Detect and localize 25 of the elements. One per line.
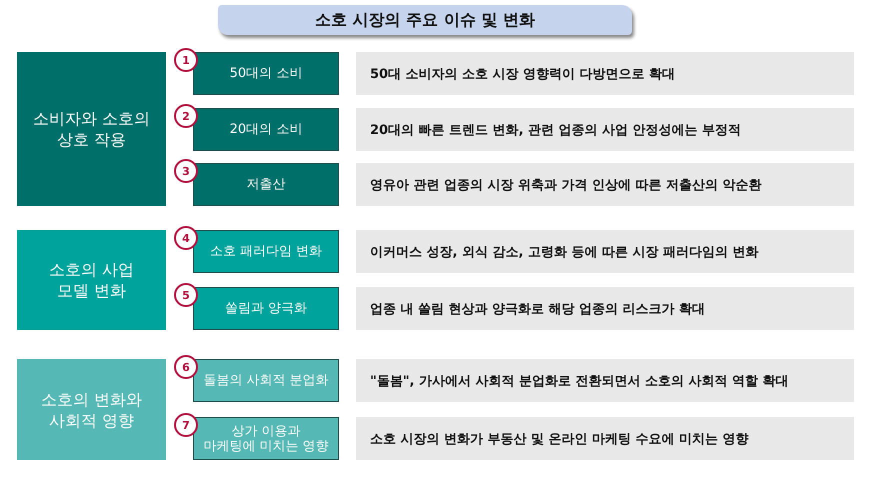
step-number: 5: [174, 283, 198, 307]
step-number: 2: [174, 104, 198, 128]
step-number: 4: [174, 226, 198, 250]
category-box: 소비자와 소호의 상호 작용: [17, 52, 166, 206]
description-box: 업종 내 쏠림 현상과 양극화로 해당 업종의 리스크가 확대: [356, 287, 854, 330]
description-box: 영유아 관련 업종의 시장 위축과 가격 인상에 따른 저출산의 악순환: [356, 163, 854, 206]
description-box: 20대의 빠른 트렌드 변화, 관련 업종의 사업 안정성에는 부정적: [356, 108, 854, 151]
step-number: 6: [174, 355, 198, 379]
topic-box: 20대의 소비: [193, 108, 339, 151]
topic-box: 상가 이용과 마케팅에 미치는 영향: [193, 417, 339, 460]
description-box: 50대 소비자의 소호 시장 영향력이 다방면으로 확대: [356, 52, 854, 95]
topic-box: 저출산: [193, 163, 339, 206]
description-box: 소호 시장의 변화가 부동산 및 온라인 마케팅 수요에 미치는 영향: [356, 417, 854, 460]
topic-box: 소호 패러다임 변화: [193, 230, 339, 273]
title-banner: 소호 시장의 주요 이슈 및 변화: [218, 5, 632, 35]
topic-box: 50대의 소비: [193, 52, 339, 95]
category-box: 소호의 변화와 사회적 영향: [17, 359, 166, 460]
step-number: 7: [174, 413, 198, 437]
step-number: 1: [174, 48, 198, 72]
topic-box: 쏠림과 양극화: [193, 287, 339, 330]
description-box: 이커머스 성장, 외식 감소, 고령화 등에 따른 시장 패러다임의 변화: [356, 230, 854, 273]
description-box: "돌봄", 가사에서 사회적 분업화로 전환되면서 소호의 사회적 역할 확대: [356, 359, 854, 402]
category-box: 소호의 사업 모델 변화: [17, 230, 166, 330]
topic-box: 돌봄의 사회적 분업화: [193, 359, 339, 402]
step-number: 3: [174, 159, 198, 183]
